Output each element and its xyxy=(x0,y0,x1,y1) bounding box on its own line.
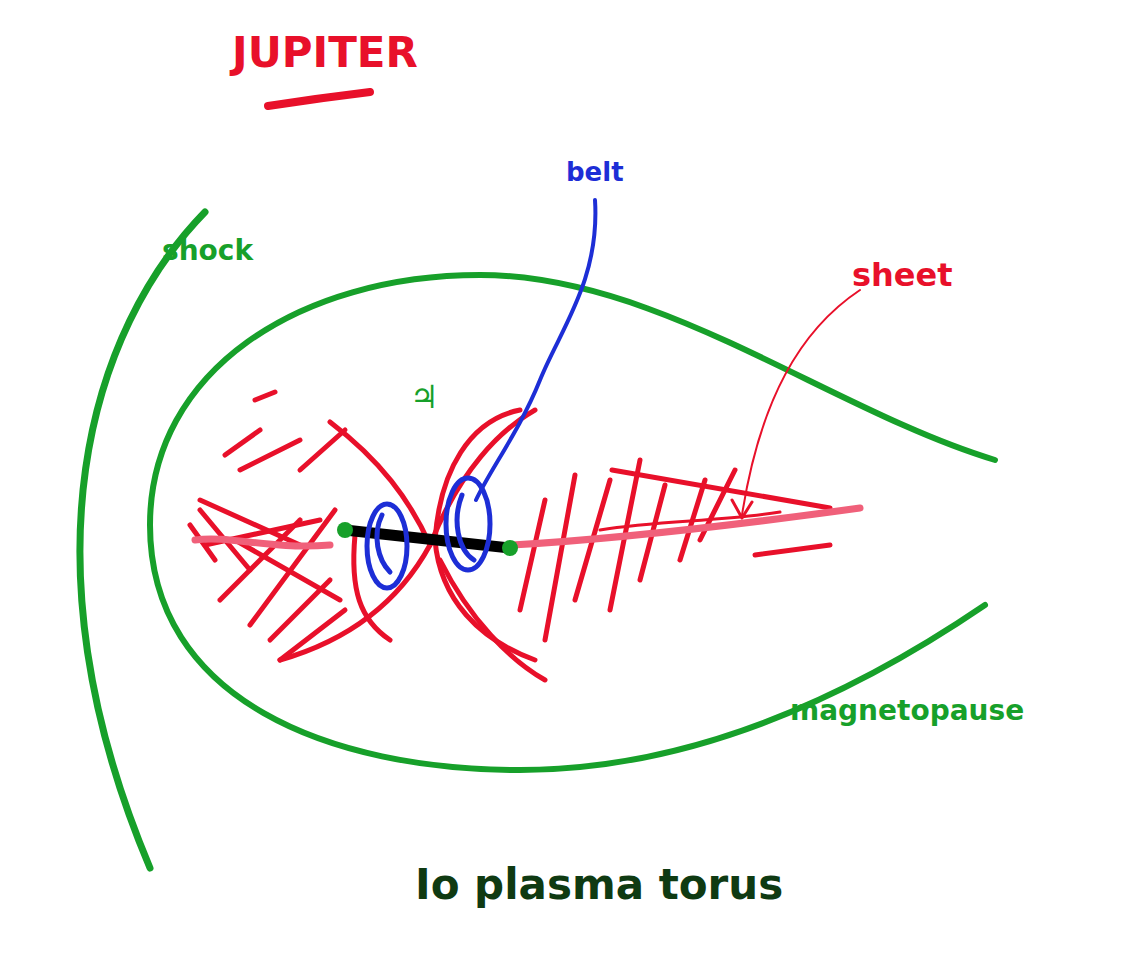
sheet-label: sheet xyxy=(852,258,953,293)
magnetopause-label: magnetopause xyxy=(790,696,1024,727)
torus-label: Io plasma torus xyxy=(415,862,783,908)
shock-label: shock xyxy=(162,236,253,267)
jupiter-symbol: ♃ xyxy=(410,380,439,415)
belt-label: belt xyxy=(566,158,624,187)
diagram-title: JUPITER xyxy=(232,30,418,76)
